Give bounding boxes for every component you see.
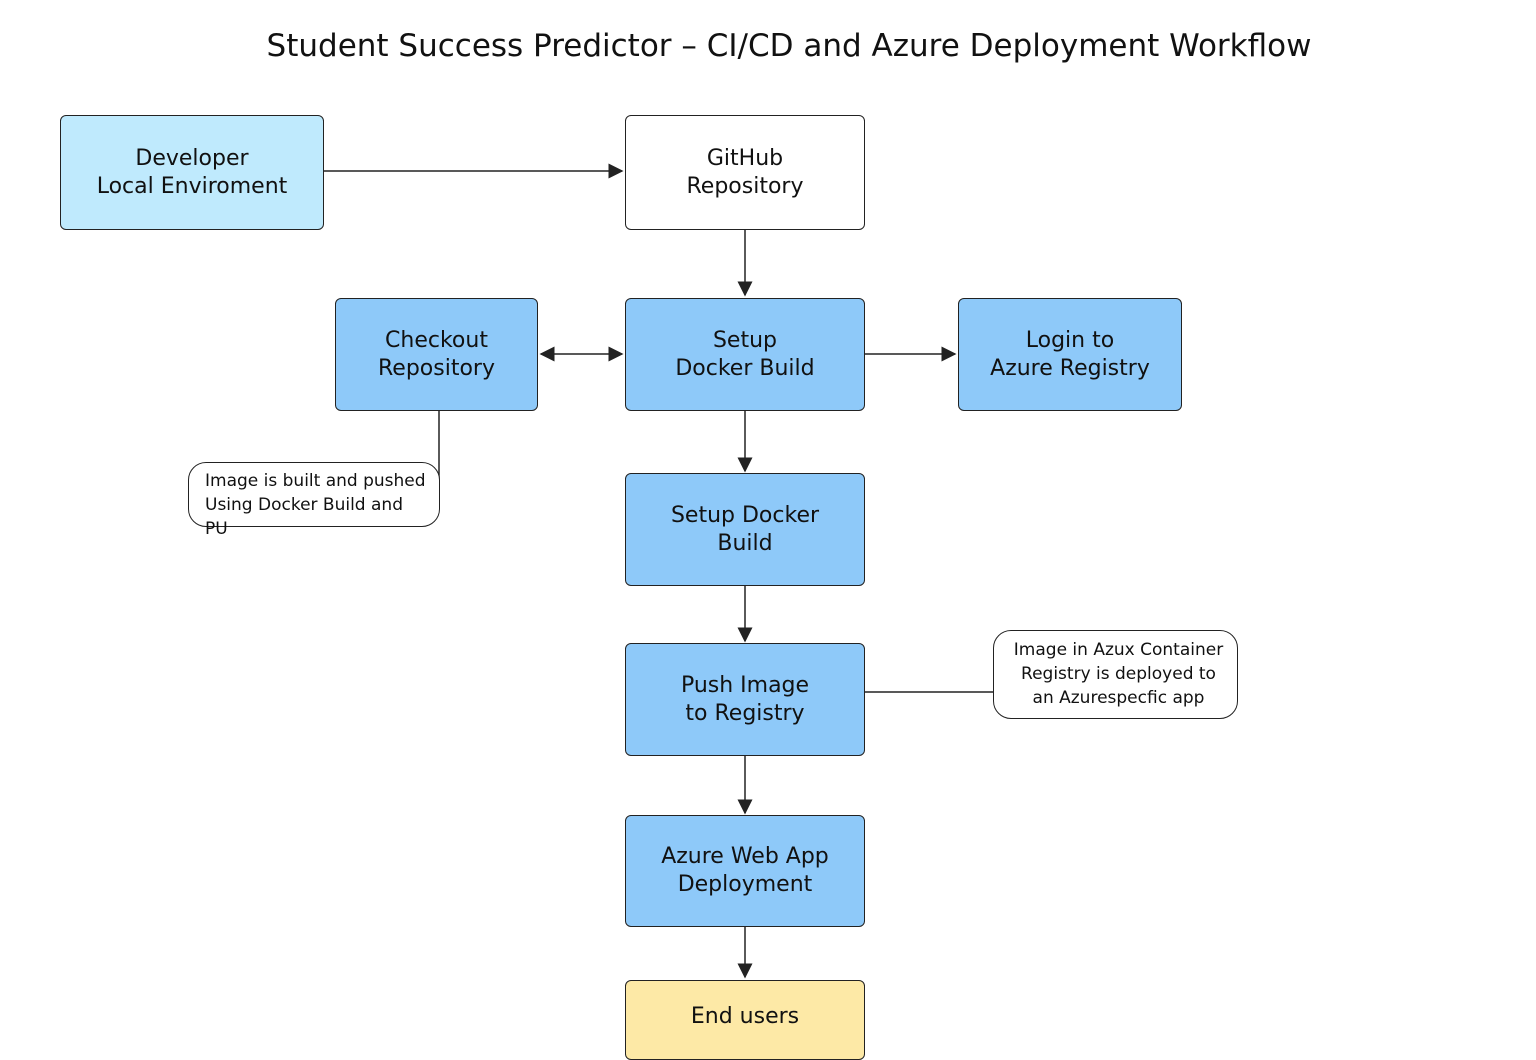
node-developer: Developer Local Enviroment: [60, 115, 324, 230]
node-setup-docker: Setup Docker Build: [625, 298, 865, 411]
node-login-azure: Login to Azure Registry: [958, 298, 1182, 411]
node-push-image: Push Image to Registry: [625, 643, 865, 756]
node-end-users: End users: [625, 980, 865, 1060]
node-setup-docker-build: Setup Docker Build: [625, 473, 865, 586]
connectors: [324, 163, 993, 979]
node-github-repository: GitHub Repository: [625, 115, 865, 230]
note-registry-deployed: Image in Azux Container Registry is depl…: [993, 630, 1238, 719]
diagram-title: Student Success Predictor – CI/CD and Az…: [266, 28, 1312, 64]
node-azure-webapp: Azure Web App Deployment: [625, 815, 865, 927]
note-built-pushed: Image is built and pushed Using Docker B…: [188, 462, 440, 539]
node-checkout-repository: Checkout Repository: [335, 298, 538, 411]
